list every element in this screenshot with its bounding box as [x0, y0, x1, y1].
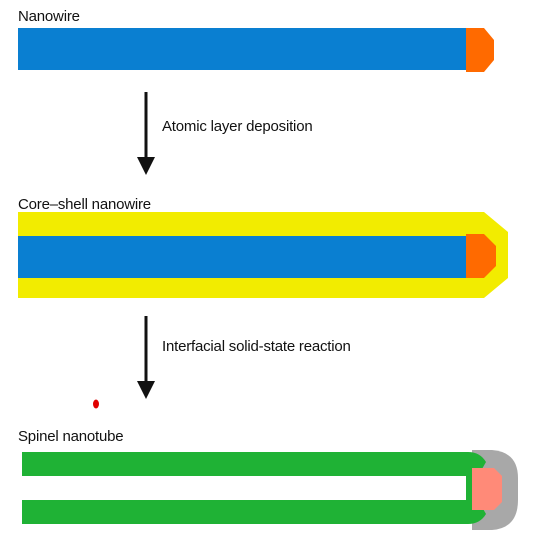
core-shell-core: [18, 236, 470, 278]
spinel-tube-top-wall: [22, 452, 486, 476]
nanowire-core: [18, 28, 470, 70]
nanowire-label: Nanowire: [18, 8, 80, 25]
spinel-catalyst-tip: [472, 468, 502, 510]
spinel-nanotube: [22, 450, 518, 530]
red-dot-mark: [93, 399, 99, 409]
spinel-nanotube-label: Spinel nanotube: [18, 428, 124, 445]
spinel-tube-inner-wall: [466, 466, 476, 514]
core-shell-catalyst-tip: [466, 234, 496, 278]
interfacial-reaction-label: Interfacial solid-state reaction: [162, 338, 351, 355]
atomic-layer-deposition-label: Atomic layer deposition: [162, 118, 313, 135]
nanowire: [18, 28, 494, 72]
arrow-down-icon: [137, 316, 155, 399]
spinel-tube-bottom-wall: [22, 500, 486, 524]
arrow-down-icon: [137, 92, 155, 175]
nanowire-catalyst-tip: [466, 28, 494, 72]
core-shell-nanowire: [18, 212, 508, 298]
core-shell-nanowire-label: Core–shell nanowire: [18, 196, 151, 213]
